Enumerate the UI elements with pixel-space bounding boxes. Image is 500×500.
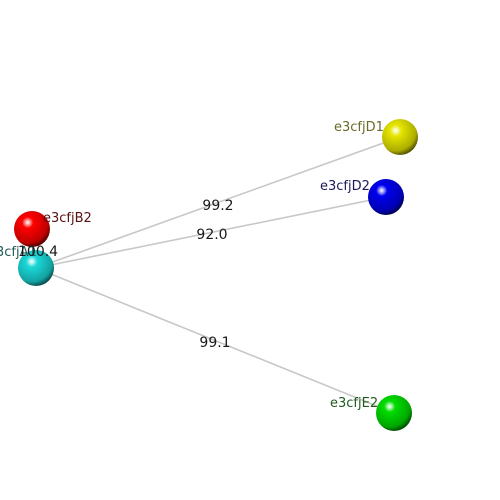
- node-label-e3cfjD2: e3cfjD2: [320, 179, 370, 194]
- edge-e3cfjA1-e3cfjE2: [35, 267, 395, 414]
- node-label-e3cfjB2: e3cfjB2: [43, 211, 92, 226]
- nodes-layer: [14, 119, 418, 431]
- node-e3cfjA1[interactable]: [18, 250, 54, 286]
- edge-label: 92.0: [196, 227, 227, 243]
- node-label-e3cfjA1: e3cfjA1: [0, 245, 37, 260]
- edge-labels-layer: 99.2 92.0 99.1: [196, 198, 233, 351]
- node-e3cfjB2[interactable]: [14, 211, 50, 247]
- edges-layer: [35, 136, 401, 414]
- edge-label: 99.2: [202, 198, 233, 214]
- node-e3cfjE2[interactable]: [376, 395, 412, 431]
- edge-e3cfjA1-e3cfjD1: [35, 136, 401, 269]
- node-label-e3cfjE2: e3cfjE2: [330, 396, 378, 411]
- node-labels-layer: e3cfjA1 e3cfjB2 e3cfjD1 e3cfjD2 e3cfjE2 100.4: [0, 120, 384, 411]
- edge-e3cfjA1-e3cfjD2: [35, 196, 387, 269]
- overlap-edge-label: 100.4: [18, 244, 58, 260]
- node-e3cfjD2[interactable]: [368, 179, 404, 215]
- node-e3cfjD1[interactable]: [382, 119, 418, 155]
- edge-label: 99.1: [199, 335, 230, 351]
- node-label-e3cfjD1: e3cfjD1: [334, 120, 384, 135]
